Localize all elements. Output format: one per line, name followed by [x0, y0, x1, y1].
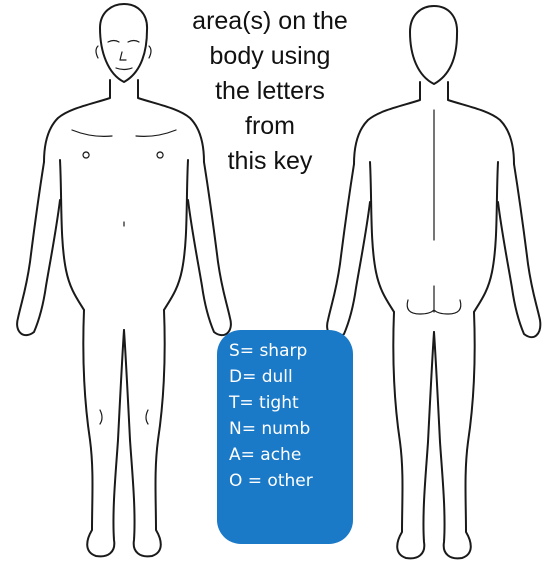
key-item-other: O = other — [229, 468, 353, 494]
key-item-numb: N= numb — [229, 416, 353, 442]
key-item-sharp: S= sharp — [229, 338, 353, 364]
key-item-tight: T= tight — [229, 390, 353, 416]
instruction-line: from — [175, 109, 365, 144]
instruction-line: body using — [175, 39, 365, 74]
instructions-text: area(s) on the body using the letters fr… — [175, 4, 365, 179]
key-item-ache: A= ache — [229, 442, 353, 468]
instruction-line: area(s) on the — [175, 4, 365, 39]
pain-key-box: S= sharp D= dull T= tight N= numb A= ach… — [217, 330, 353, 544]
instruction-line: the letters — [175, 74, 365, 109]
instruction-line: this key — [175, 144, 365, 179]
key-item-dull: D= dull — [229, 364, 353, 390]
